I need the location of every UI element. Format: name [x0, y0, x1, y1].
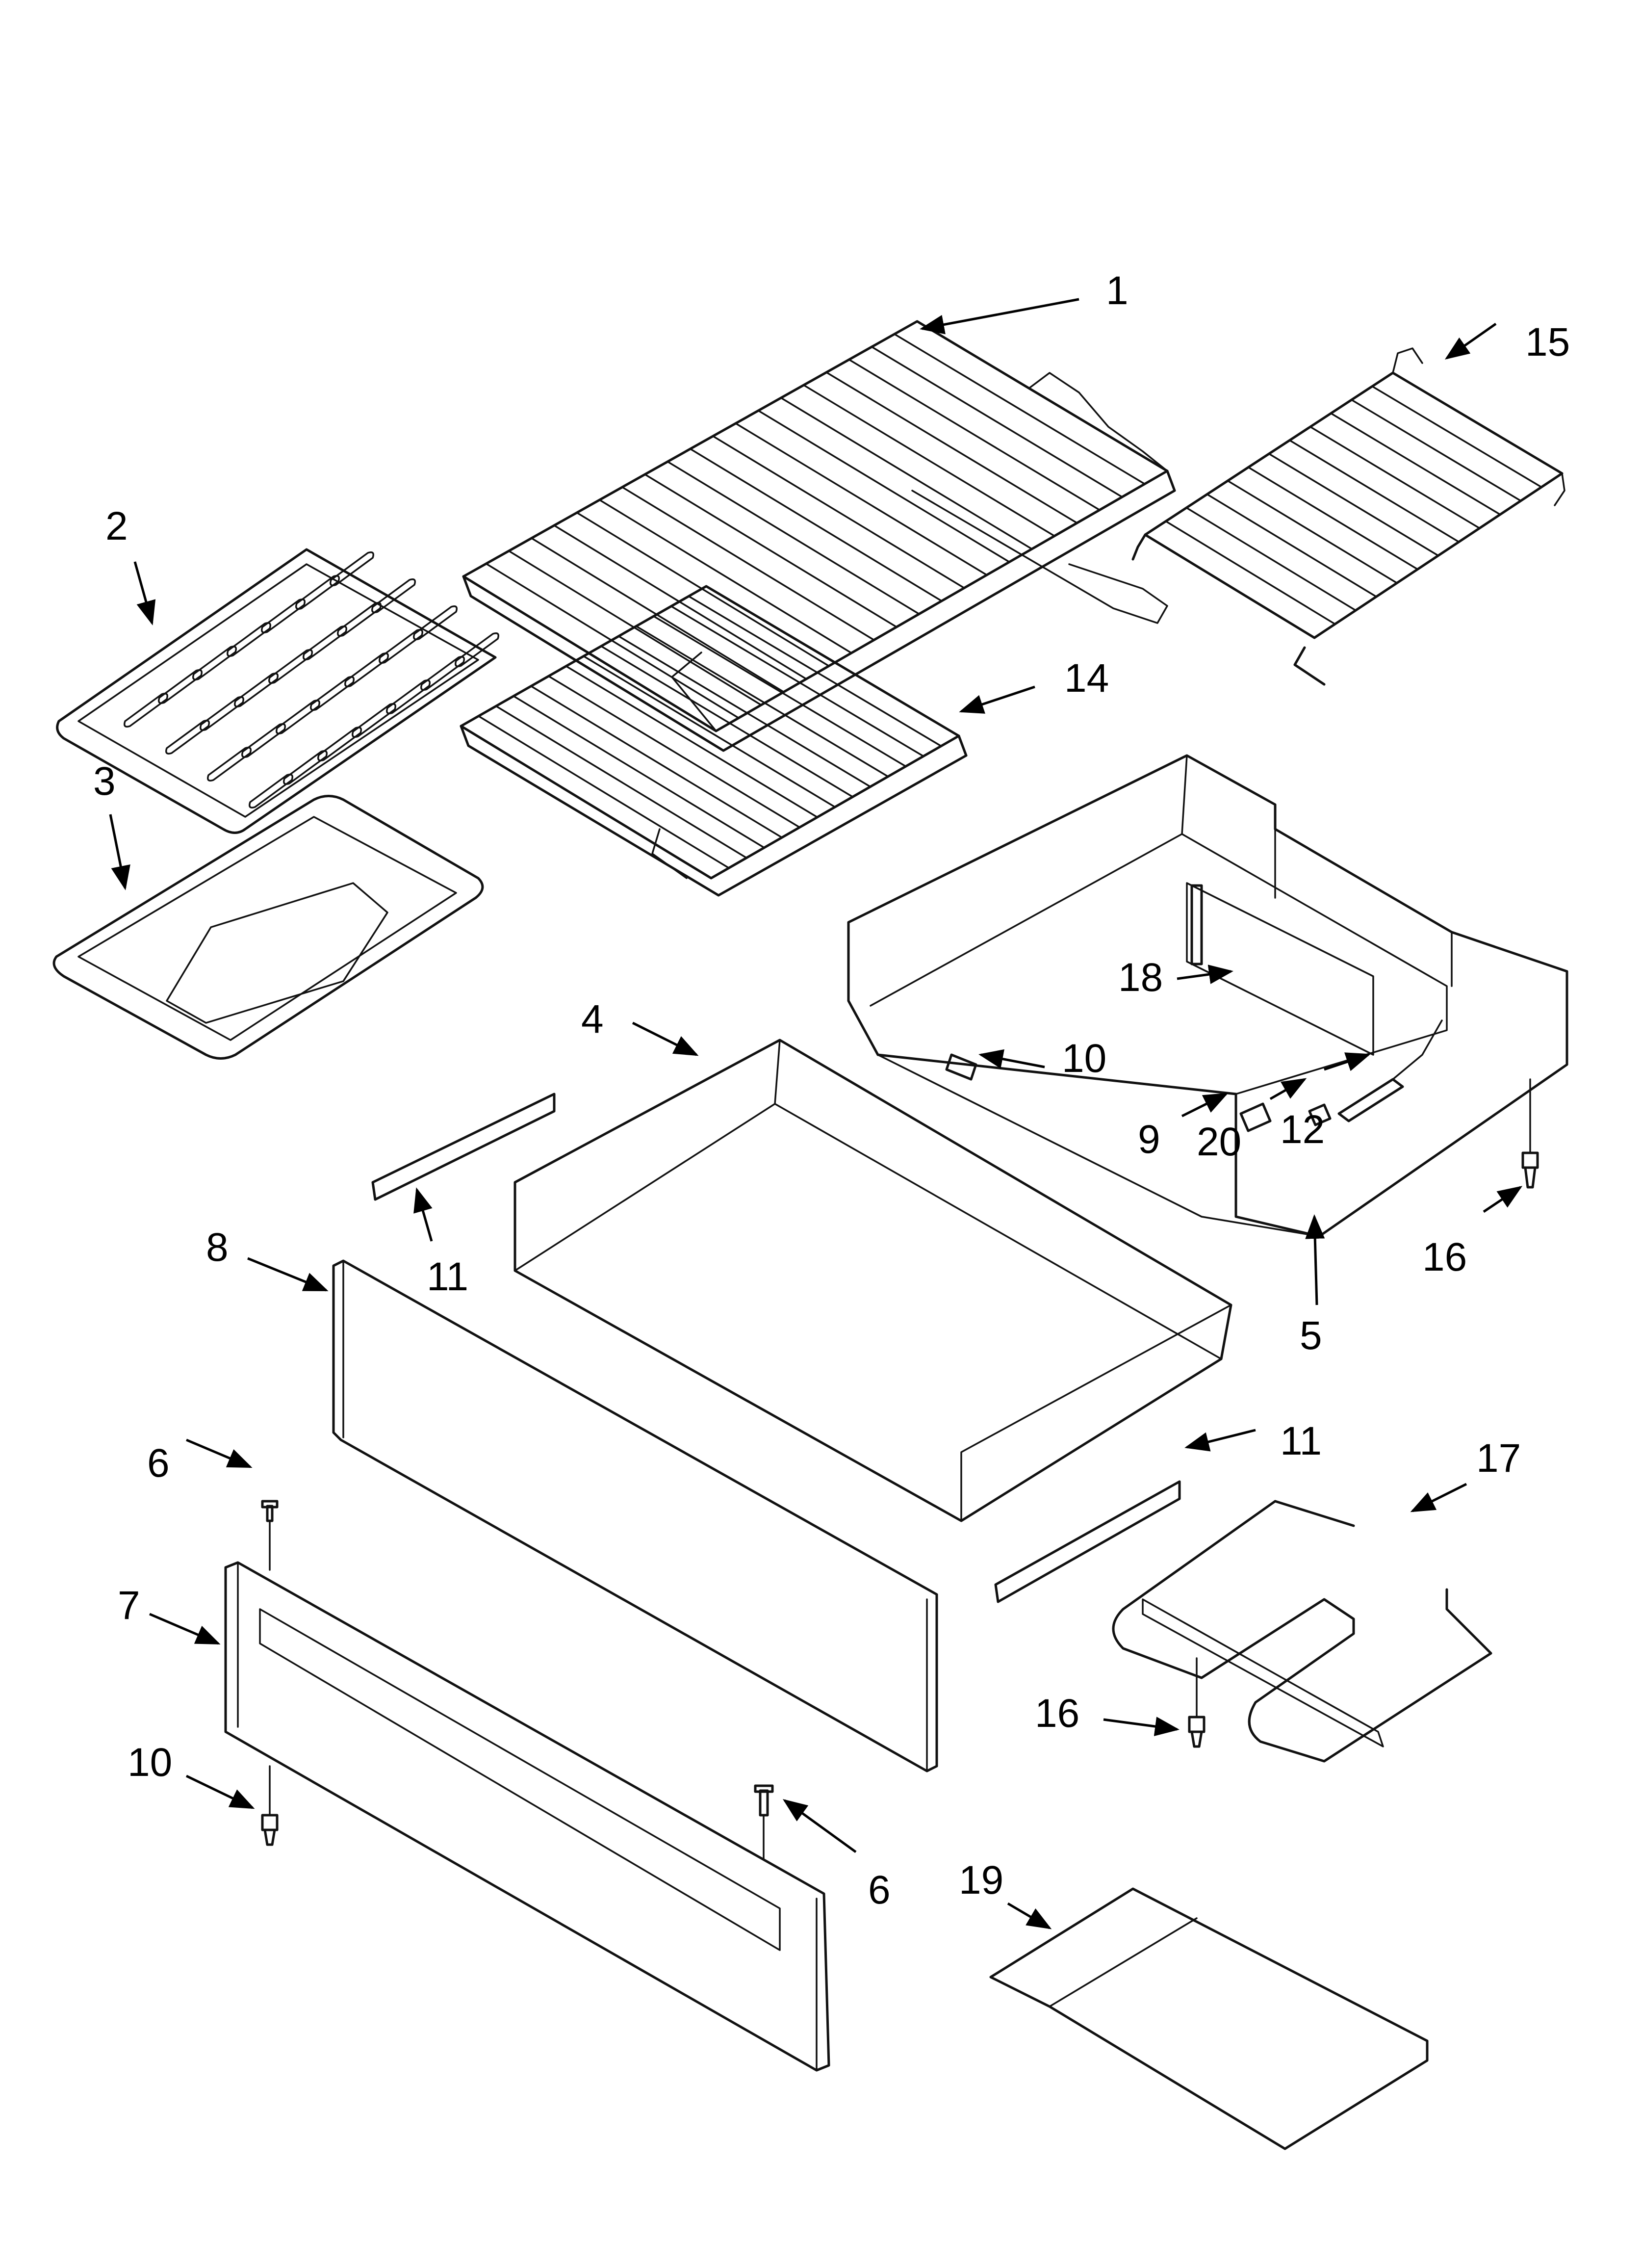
callout-11-right: 11	[1280, 1419, 1322, 1463]
callout-8: 8	[206, 1225, 229, 1270]
part-10-screw-bottom-left	[261, 1765, 279, 1846]
callout-4: 4	[581, 997, 604, 1042]
part-6-screw-top-left	[261, 1500, 279, 1571]
callout-6-top: 6	[147, 1441, 170, 1486]
callout-10-bottom: 10	[128, 1740, 172, 1785]
part-19-drawer-liner	[989, 1887, 1429, 2150]
part-11-drawer-slide-left	[371, 1093, 556, 1201]
callout-12: 12	[1280, 1107, 1325, 1152]
callout-2: 2	[105, 504, 128, 548]
leader-arrows	[109, 298, 1523, 1929]
part-7-drawer-door	[224, 1561, 830, 2072]
callout-19: 19	[959, 1858, 1003, 1903]
callout-20: 20	[1197, 1120, 1241, 1164]
callout-18: 18	[1118, 955, 1163, 1000]
callout-3: 3	[93, 759, 116, 804]
callout-6-bottom: 6	[868, 1868, 891, 1912]
callout-16-element: 16	[1035, 1691, 1079, 1736]
part-12-sensor	[1337, 1019, 1443, 1122]
part-8-front-panel	[332, 1259, 938, 1773]
callout-11-left: 11	[427, 1254, 468, 1299]
part-6-screw-bottom-right	[754, 1784, 774, 1860]
callout-5: 5	[1300, 1313, 1322, 1358]
part-5-drawer-housing	[847, 754, 1568, 1238]
part-16-screw-housing	[1521, 1078, 1539, 1189]
part-17-heating-element	[1112, 1500, 1492, 1763]
part-9-screw	[1239, 1102, 1272, 1132]
callout-10-housing: 10	[1062, 1036, 1106, 1081]
callout-7: 7	[118, 1583, 140, 1628]
part-14-oven-rack	[460, 585, 968, 897]
callout-1: 1	[1106, 268, 1129, 313]
callout-15: 15	[1525, 320, 1570, 365]
callout-9: 9	[1138, 1117, 1160, 1162]
callout-16-housing: 16	[1422, 1235, 1467, 1279]
part-4-drawer	[513, 1039, 1232, 1522]
part-1-oven-rack	[462, 320, 1176, 752]
part-11-drawer-slide-right	[994, 1480, 1181, 1603]
part-2-broiler-grid	[56, 548, 499, 834]
callout-labels: 1 15 2 14 3 18 4 10 9 20 12 11 16 8 5 11…	[93, 268, 1570, 1912]
callout-14: 14	[1064, 656, 1109, 701]
part-20-screw	[1308, 1103, 1332, 1126]
part-16-screw-element	[1188, 1657, 1206, 1748]
part-15-small-rack	[1131, 347, 1565, 686]
part-3-broiler-pan	[52, 795, 484, 1060]
part-18-bracket	[1190, 884, 1203, 965]
callout-17: 17	[1476, 1436, 1521, 1481]
part-10-screw-housing	[945, 1053, 977, 1081]
